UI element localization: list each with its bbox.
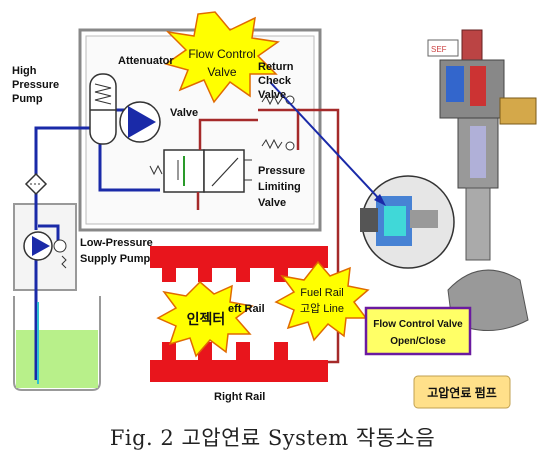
pressure-limiting-valve-label-3: Valve bbox=[258, 197, 286, 209]
fuel-rail-burst-label-2: 고압 Line bbox=[300, 302, 344, 315]
svg-text:SEF: SEF bbox=[431, 45, 447, 54]
high-pressure-pump-label-1: High bbox=[12, 65, 37, 77]
injector-burst bbox=[156, 280, 254, 358]
flow-control-open-close-box bbox=[364, 306, 472, 356]
low-pressure-lines bbox=[34, 108, 160, 380]
pressure-limiting-valve-label-2: Limiting bbox=[258, 181, 301, 193]
pump-outlet-line bbox=[38, 224, 60, 246]
left-rail-fragment-label: eft Rail bbox=[228, 303, 265, 315]
attenuator-label: Attenuator bbox=[118, 55, 174, 67]
fuel-rail-burst bbox=[274, 260, 370, 342]
filter-icon bbox=[24, 172, 48, 196]
pointer-arrow bbox=[269, 81, 386, 206]
pressure-limiting-valve-label-1: Pressure bbox=[258, 165, 305, 177]
return-check-valve-label-2: Check bbox=[258, 75, 292, 87]
attenuator-pump-icon bbox=[119, 101, 161, 143]
right-rail-label: Right Rail bbox=[214, 391, 265, 403]
injector-burst-label: 인젝터 bbox=[187, 311, 226, 327]
flow-control-burst bbox=[164, 11, 280, 104]
fuel-tank bbox=[13, 296, 101, 391]
figure-caption: Fig. 2 고압연료 System 작동소음 bbox=[109, 426, 436, 450]
return-check-valve-label-3: Valve bbox=[258, 89, 286, 101]
high-pressure-pump-label-3: Pump bbox=[12, 93, 43, 105]
right-rail bbox=[150, 342, 328, 382]
pressure-limiting-valve-icon bbox=[261, 138, 295, 151]
low-pressure-pump-icon bbox=[23, 231, 53, 261]
flow-control-valve-body bbox=[149, 149, 252, 193]
magnified-view-circle bbox=[360, 175, 455, 269]
low-pressure-supply-pump-label-1: Low-Pressure bbox=[80, 237, 153, 249]
pump-assembly-image: SEF bbox=[427, 29, 537, 331]
return-check-valve-label-1: Return bbox=[258, 61, 294, 73]
motor-icon bbox=[53, 239, 67, 269]
fuel-rail-burst-label-1: Fuel Rail bbox=[300, 287, 343, 299]
low-pressure-supply-pump-label-2: Supply Pump bbox=[80, 253, 151, 265]
flow-control-burst-label-1: Flow Control bbox=[188, 47, 255, 61]
high-pressure-pump-icon bbox=[89, 73, 117, 145]
flow-control-burst-label-2: Valve bbox=[207, 65, 236, 79]
valve-fragment-label: Valve bbox=[170, 107, 198, 119]
high-pressure-pump-kr-box bbox=[413, 375, 511, 409]
open-close-label-1: Flow Control Valve bbox=[373, 319, 463, 330]
open-close-label-2: Open/Close bbox=[390, 336, 446, 347]
high-pressure-pump-label-2: Pressure bbox=[12, 79, 59, 91]
high-pressure-pump-kr-label: 고압연료 펌프 bbox=[427, 385, 497, 400]
left-rail bbox=[150, 246, 328, 282]
